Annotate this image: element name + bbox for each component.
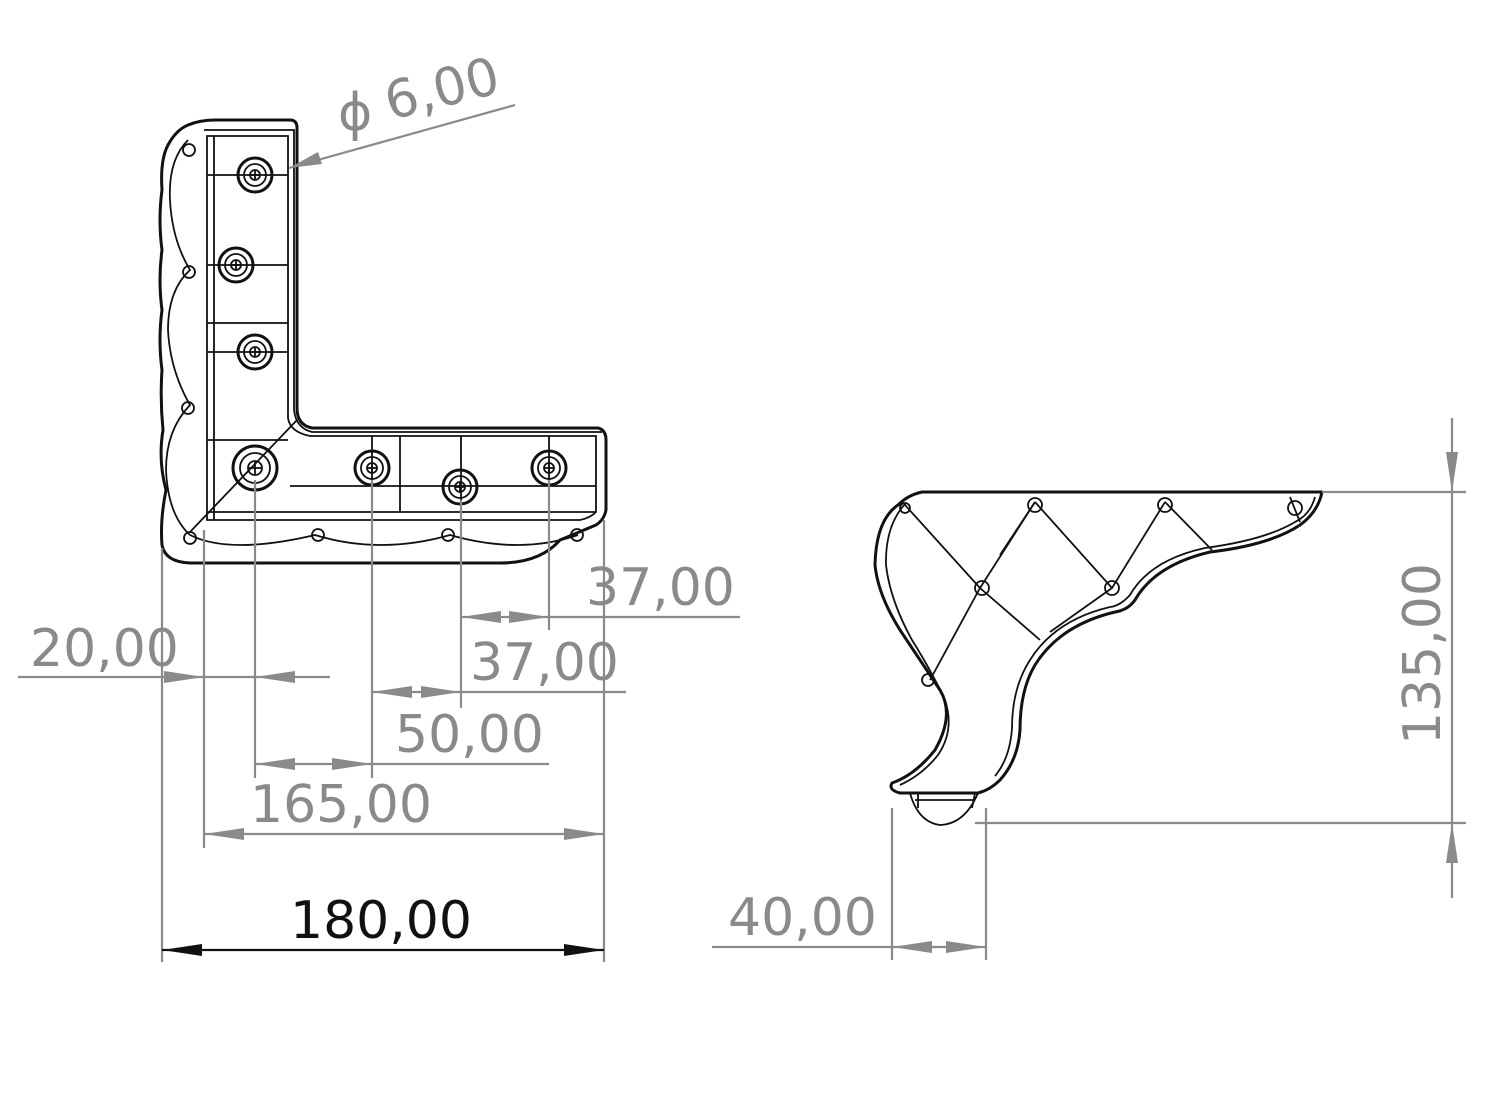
screw-hole — [236, 156, 274, 194]
hole-spacing-c-label: 37,00 — [586, 558, 735, 618]
dimension-diameter: ϕ 6,00 — [288, 46, 516, 170]
hole-spacing-a-label: 50,00 — [395, 705, 544, 765]
dimension-hole-spacing-c: 37,00 — [461, 558, 740, 623]
dimension-overall-width: 180,00 — [162, 891, 604, 956]
dimension-edge-offset: 20,00 — [18, 619, 330, 683]
side-view-part — [873, 490, 1324, 826]
dimension-height: 135,00 — [975, 418, 1466, 898]
foot-width-label: 40,00 — [728, 888, 877, 948]
screw-hole — [530, 449, 568, 487]
dimension-hole-spacing-a: 50,00 — [255, 705, 549, 770]
edge-offset-label: 20,00 — [30, 619, 179, 679]
dimension-hole-spacing-b: 37,00 — [372, 633, 626, 698]
diameter-symbol: ϕ — [338, 83, 372, 143]
height-label: 135,00 — [1393, 563, 1453, 745]
dimension-inner-width: 165,00 — [204, 775, 604, 840]
diameter-label: 6,00 — [379, 46, 506, 132]
dimension-foot-width: 40,00 — [712, 808, 988, 960]
hole-spacing-b-label: 37,00 — [470, 633, 619, 693]
screw-hole — [353, 449, 391, 487]
inner-width-label: 165,00 — [250, 775, 432, 835]
screw-hole — [217, 246, 255, 284]
overall-width-label: 180,00 — [290, 891, 472, 951]
screw-hole — [441, 468, 479, 506]
screw-hole — [236, 333, 274, 371]
top-view-part — [158, 118, 608, 565]
